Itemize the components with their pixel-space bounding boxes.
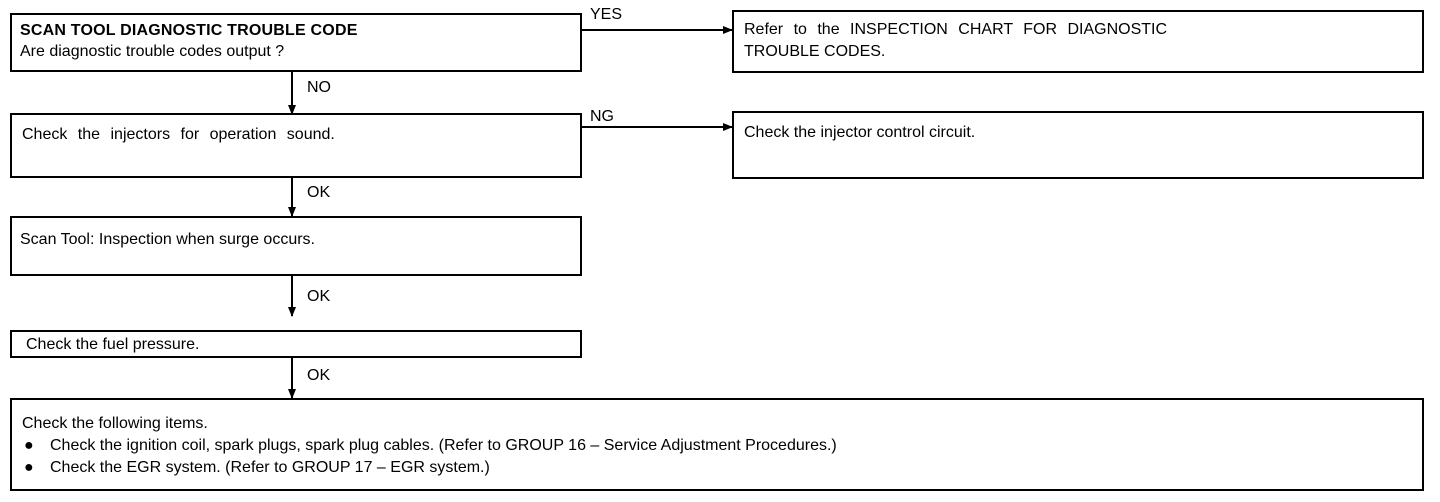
check-injectors-sound-box: Check the injectors for operation sound. (10, 113, 582, 178)
surge-inspection-box: Scan Tool: Inspection when surge occurs. (10, 216, 582, 276)
ng-label: NG (590, 108, 614, 125)
ok-label-1: OK (307, 184, 331, 201)
fuel-pressure-box: Check the fuel pressure. (10, 330, 582, 358)
scan-tool-dtc-box: SCAN TOOL DIAGNOSTIC TROUBLE CODE Are di… (10, 13, 582, 72)
injector-control-circuit-text: Check the injector control circuit. (744, 124, 976, 141)
check-injectors-sound-text: Check the injectors for operation sound. (22, 126, 335, 143)
scan-tool-dtc-title: SCAN TOOL DIAGNOSTIC TROUBLE CODE (20, 22, 358, 39)
fuel-pressure-text: Check the fuel pressure. (26, 336, 200, 353)
bullet-icon: ● (24, 459, 34, 476)
yes-label: YES (590, 6, 623, 23)
final-check-item-1-text: Check the ignition coil, spark plugs, sp… (50, 437, 837, 454)
final-checks-heading: Check the following items. (22, 415, 208, 432)
refer-chart-line-2: TROUBLE CODES. (744, 43, 886, 60)
final-check-item-2-text: Check the EGR system. (Refer to GROUP 17… (50, 459, 490, 476)
surge-inspection-text: Scan Tool: Inspection when surge occurs. (20, 231, 315, 248)
ok-label-3: OK (307, 367, 331, 384)
bullet-icon: ● (24, 437, 34, 454)
no-label: NO (307, 79, 331, 96)
injector-control-circuit-box: Check the injector control circuit. (732, 111, 1424, 179)
ok-label-2: OK (307, 288, 331, 305)
final-check-item-2: ● Check the EGR system. (Refer to GROUP 1… (24, 458, 490, 478)
dtc-question: Are diagnostic trouble codes output ? (20, 43, 285, 60)
refer-inspection-chart-box: Refer to the INSPECTION CHART FOR DIAGNO… (732, 10, 1424, 73)
final-check-item-1: ● Check the ignition coil, spark plugs, s… (24, 436, 837, 456)
refer-chart-line-1: Refer to the INSPECTION CHART FOR DIAGNO… (744, 21, 1168, 38)
final-checks-box: Check the following items. ● Check the ig… (10, 398, 1424, 491)
